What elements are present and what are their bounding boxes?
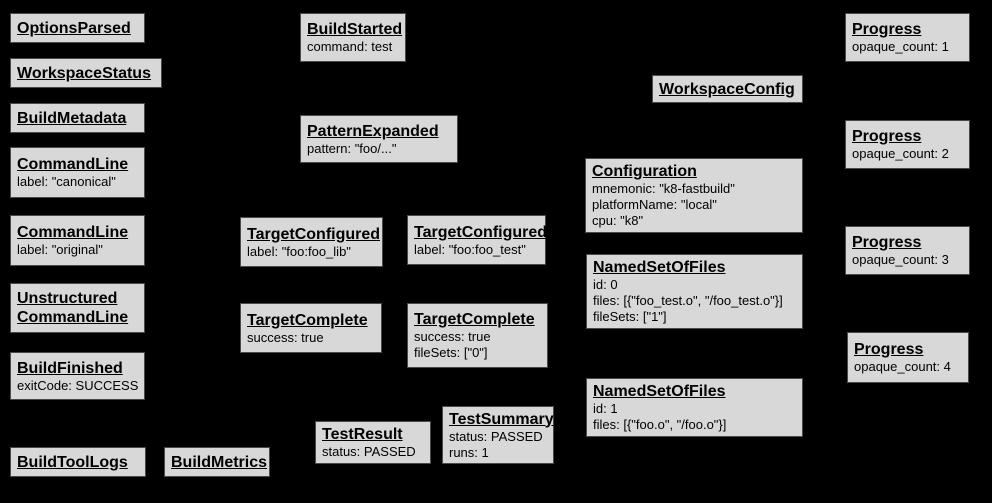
event-title: OptionsParsed [17, 19, 131, 37]
event-title: TestSummary [449, 410, 554, 428]
event-title: BuildFinished [17, 359, 123, 377]
event-box-target-configured-foo-test: TargetConfigured label: "foo:foo_test" [407, 215, 548, 265]
event-box-named-set-of-files-0: NamedSetOfFiles id: 0 files: [{"foo_test… [586, 254, 803, 329]
event-title: NamedSetOfFiles [593, 259, 726, 276]
event-box-unstructured-command-line: Unstructured CommandLine [10, 283, 145, 333]
event-title: TargetComplete [414, 311, 535, 328]
event-title: TargetConfigured [247, 225, 381, 243]
event-title: PatternExpanded [307, 122, 439, 140]
event-fields: label: "original" [17, 242, 103, 257]
event-fields: exitCode: SUCCESS [17, 377, 139, 393]
event-box-workspace-config: WorkspaceConfig [652, 75, 803, 103]
event-fields: opaque_count: 1 [852, 39, 949, 54]
event-fields: label: "foo:foo_test" [414, 241, 526, 257]
event-box-target-complete-test: TargetComplete success: true fileSets: [… [407, 303, 548, 368]
event-title: TestResult [322, 426, 403, 443]
event-title: Configuration [592, 163, 697, 180]
event-fields: opaque_count: 2 [852, 146, 949, 161]
event-box-target-configured-foo-lib: TargetConfigured label: "foo:foo_lib" [240, 217, 383, 267]
event-title: TargetConfigured [414, 223, 548, 241]
event-box-build-finished: BuildFinished exitCode: SUCCESS [10, 352, 145, 400]
event-box-progress-3: Progress opaque_count: 3 [845, 226, 970, 275]
event-fields: pattern: "foo/..." [307, 140, 397, 156]
event-fields: status: PASSED [322, 444, 416, 459]
event-title: BuildMetadata [17, 109, 127, 127]
event-title: CommandLine [17, 224, 129, 241]
event-box-build-metadata: BuildMetadata [10, 103, 145, 133]
event-box-build-metrics: BuildMetrics [164, 447, 270, 477]
event-fields: mnemonic: "k8-fastbuild" platformName: "… [592, 181, 735, 228]
event-title: BuildMetrics [171, 453, 268, 471]
event-title: Unstructured CommandLine [17, 290, 129, 326]
event-title: Progress [852, 128, 922, 145]
event-fields: label: "canonical" [17, 174, 116, 189]
event-fields: success: true [247, 329, 324, 345]
event-fields: label: "foo:foo_lib" [247, 243, 351, 259]
event-title: Progress [852, 234, 922, 251]
event-title: BuildToolLogs [17, 453, 128, 471]
event-title: TargetComplete [247, 311, 368, 329]
event-box-build-tool-logs: BuildToolLogs [10, 447, 146, 477]
event-fields: opaque_count: 3 [852, 252, 949, 267]
event-box-workspace-status: WorkspaceStatus [10, 58, 162, 88]
event-title: WorkspaceConfig [659, 80, 795, 98]
event-box-command-line-canonical: CommandLine label: "canonical" [10, 147, 145, 198]
event-fields: id: 1 files: [{"foo.o", "/foo.o"}] [593, 401, 727, 432]
event-box-options-parsed: OptionsParsed [10, 13, 145, 43]
event-box-test-result: TestResult status: PASSED [315, 421, 431, 464]
event-fields: success: true fileSets: ["0"] [414, 329, 491, 360]
event-box-progress-4: Progress opaque_count: 4 [847, 332, 969, 383]
event-box-configuration: Configuration mnemonic: "k8-fastbuild" p… [585, 158, 803, 233]
event-box-named-set-of-files-1: NamedSetOfFiles id: 1 files: [{"foo.o", … [586, 378, 803, 437]
event-box-test-summary: TestSummary status: PASSED runs: 1 [442, 406, 554, 464]
event-fields: status: PASSED runs: 1 [449, 428, 543, 460]
event-box-build-started: BuildStarted command: test [300, 13, 406, 62]
event-box-target-complete-lib: TargetComplete success: true [240, 303, 382, 353]
event-title: NamedSetOfFiles [593, 383, 726, 400]
event-title: Progress [852, 21, 922, 38]
event-fields: opaque_count: 4 [854, 359, 951, 374]
event-box-progress-2: Progress opaque_count: 2 [845, 120, 970, 169]
event-title: Progress [854, 341, 924, 358]
event-fields: id: 0 files: [{"foo_test.o", "/foo_test.… [593, 277, 783, 324]
event-title: WorkspaceStatus [17, 64, 151, 82]
event-title: BuildStarted [307, 21, 403, 38]
event-box-command-line-original: CommandLine label: "original" [10, 215, 145, 266]
event-fields: command: test [307, 39, 393, 54]
event-title: CommandLine [17, 156, 129, 173]
event-box-pattern-expanded: PatternExpanded pattern: "foo/..." [300, 115, 458, 163]
event-box-progress-1: Progress opaque_count: 1 [845, 13, 970, 62]
